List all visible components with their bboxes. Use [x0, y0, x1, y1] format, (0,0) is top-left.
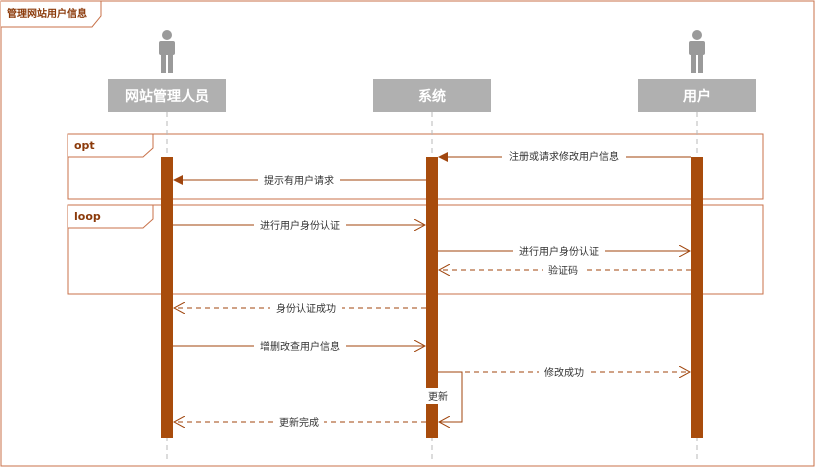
fragment-opt: opt	[67, 133, 764, 200]
message-m10: 更新完成	[174, 415, 426, 429]
activation-user	[691, 157, 703, 438]
message-m7: 增删改查用户信息	[173, 339, 425, 353]
fragment-loop: loop	[67, 204, 764, 295]
actor-system: 系统	[373, 79, 491, 112]
message-m6: 身份认证成功	[174, 301, 426, 315]
message-m10-label: 更新完成	[279, 416, 319, 429]
diagram-title: 管理网站用户信息	[7, 7, 87, 20]
message-m7-label: 增删改查用户信息	[260, 340, 340, 353]
activation-admin	[161, 157, 173, 438]
message-m1-label: 注册或请求修改用户信息	[509, 150, 619, 163]
message-m4-label: 进行用户身份认证	[519, 245, 599, 258]
message-m2-label: 提示有用户请求	[264, 174, 334, 187]
activation-system	[426, 157, 438, 438]
actor-admin: 网站管理人员	[108, 79, 226, 112]
message-m3: 进行用户身份认证	[173, 218, 425, 232]
actor-user: 用户	[638, 79, 756, 112]
actor-admin-label: 网站管理人员	[125, 88, 209, 105]
message-m8-label: 修改成功	[544, 366, 584, 379]
message-m8: 修改成功	[438, 365, 690, 379]
message-m3-label: 进行用户身份认证	[260, 219, 340, 232]
person-icon	[689, 30, 705, 73]
fragment-opt-label: opt	[74, 139, 95, 152]
message-m9: 更新	[425, 371, 463, 422]
message-m1: 注册或请求修改用户信息	[438, 150, 691, 163]
message-m5: 验证码	[439, 263, 691, 277]
message-m5-label: 验证码	[548, 264, 578, 277]
actor-system-label: 系统	[418, 88, 446, 105]
message-m6-label: 身份认证成功	[276, 302, 336, 315]
actor-user-label: 用户	[683, 88, 711, 105]
message-m9-label: 更新	[428, 390, 448, 403]
diagram-title-tab	[1, 0, 102, 28]
message-m4: 进行用户身份认证	[438, 244, 690, 258]
message-m2: 提示有用户请求	[173, 173, 426, 187]
fragment-loop-label: loop	[74, 210, 101, 223]
person-icon	[159, 30, 175, 73]
